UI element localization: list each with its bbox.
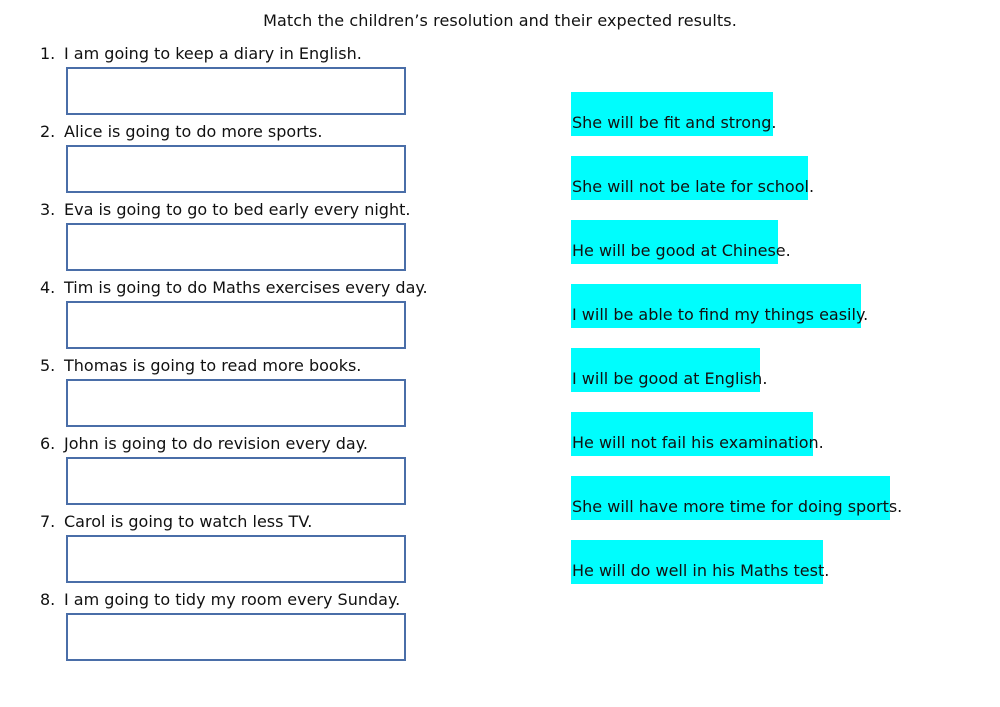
answer-dropbox-4[interactable] (66, 301, 406, 349)
answer-card-7[interactable]: She will have more time for doing sports… (571, 476, 902, 520)
answer-card-2[interactable]: She will not be late for school. (571, 156, 814, 200)
question-3: 3.Eva is going to go to bed early every … (40, 200, 411, 219)
question-5: 5.Thomas is going to read more books. (40, 356, 362, 375)
answer-dropbox-7[interactable] (66, 535, 406, 583)
answer-card-5[interactable]: I will be good at English. (571, 348, 767, 392)
question-1: 1.I am going to keep a diary in English. (40, 44, 362, 63)
answer-card-4[interactable]: I will be able to find my things easily. (571, 284, 868, 328)
question-2: 2.Alice is going to do more sports. (40, 122, 323, 141)
answer-dropbox-1[interactable] (66, 67, 406, 115)
answer-card-3[interactable]: He will be good at Chinese. (571, 220, 791, 264)
answer-dropbox-5[interactable] (66, 379, 406, 427)
answer-card-6[interactable]: He will not fail his examination. (571, 412, 824, 456)
answer-dropbox-3[interactable] (66, 223, 406, 271)
question-6: 6.John is going to do revision every day… (40, 434, 368, 453)
answer-dropbox-2[interactable] (66, 145, 406, 193)
question-8: 8.I am going to tidy my room every Sunda… (40, 590, 401, 609)
answer-dropbox-8[interactable] (66, 613, 406, 661)
question-4: 4.Tim is going to do Maths exercises eve… (40, 278, 428, 297)
answer-card-8[interactable]: He will do well in his Maths test. (571, 540, 829, 584)
answer-dropbox-6[interactable] (66, 457, 406, 505)
answer-card-1[interactable]: She will be fit and strong. (571, 92, 776, 136)
worksheet-title: Match the children’s resolution and thei… (263, 11, 737, 30)
question-7: 7.Carol is going to watch less TV. (40, 512, 313, 531)
